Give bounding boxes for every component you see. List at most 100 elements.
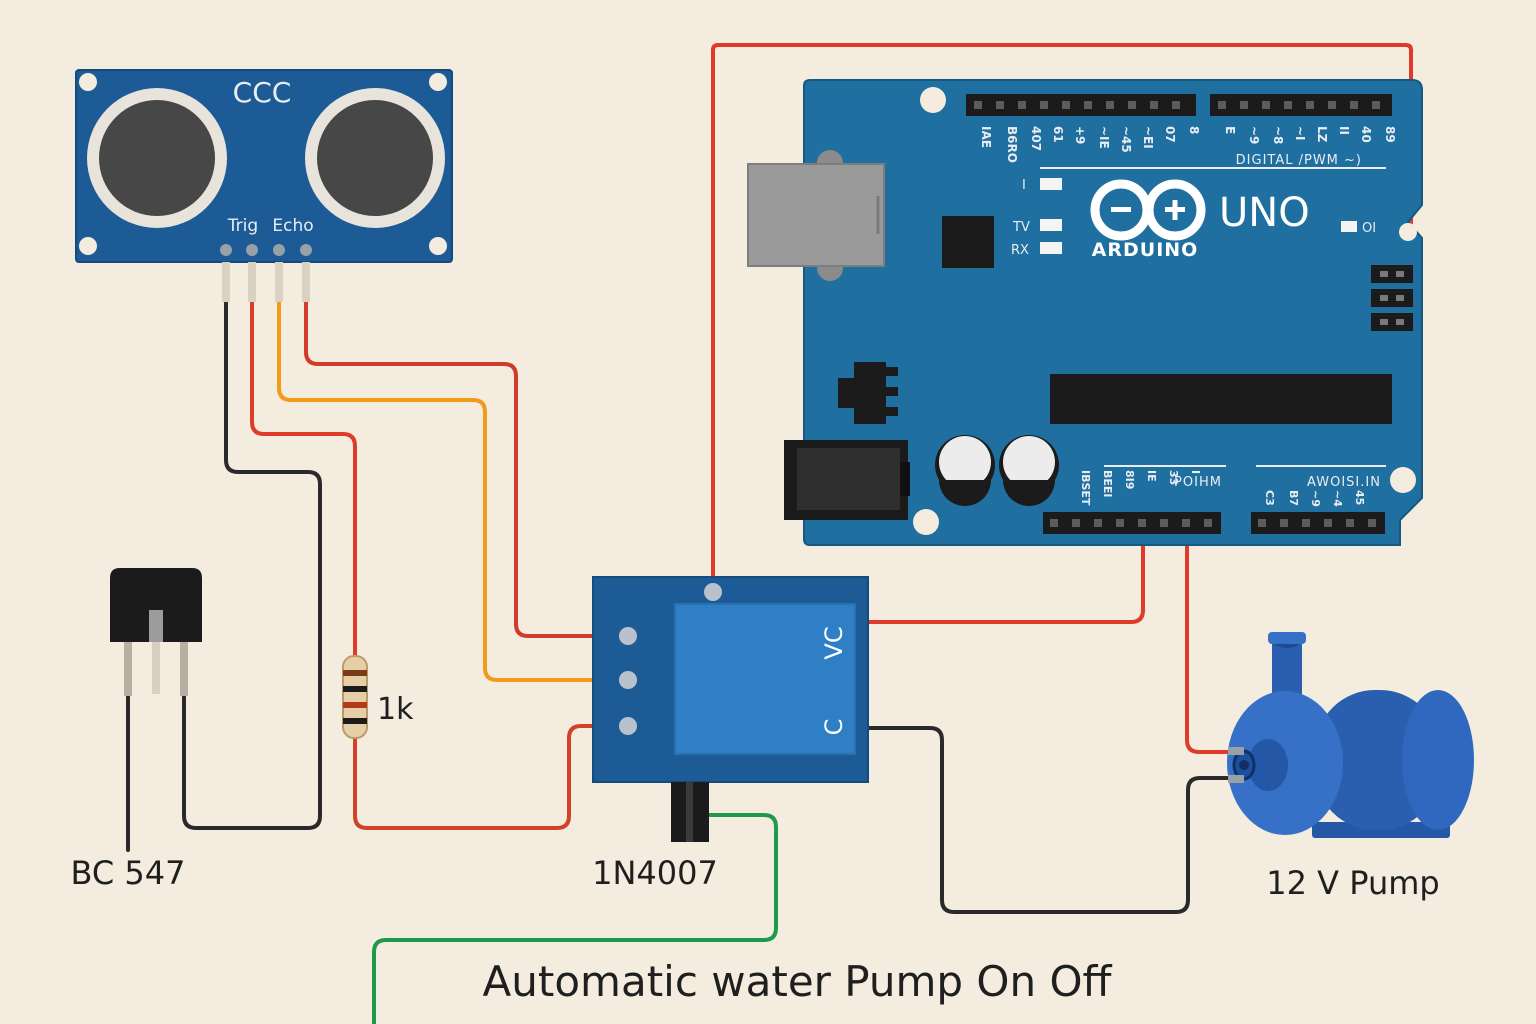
- sensor-header-pins: [220, 244, 312, 256]
- voltage-regulator: [838, 362, 898, 424]
- sensor-mount-hole: [429, 73, 447, 91]
- digital-pin-label: LZ: [1315, 126, 1329, 143]
- arduino-infinity-logo: [1090, 179, 1206, 241]
- analog-label: AWOISI.IN: [1307, 475, 1381, 490]
- header-pin-hole: [1050, 519, 1058, 527]
- header-pin-hole: [1302, 519, 1310, 527]
- power-header: [1043, 512, 1221, 534]
- header-pin-hole: [1018, 101, 1026, 109]
- wire-red-resistor-to-relay: [353, 724, 630, 830]
- wire-black-relay-c-to-pump: [858, 726, 1242, 914]
- power-pin-label: BEEI: [1101, 470, 1114, 498]
- diode-label: 1N4007: [592, 854, 718, 892]
- digital-pin-label: E: [1223, 126, 1237, 134]
- header-pin-hole: [996, 101, 1004, 109]
- led-l: [1040, 178, 1062, 190]
- header-pin-hole: [1262, 101, 1270, 109]
- bottom-pin-holes: [1050, 519, 1376, 527]
- led-rx-label: RX: [1011, 243, 1029, 258]
- digital-pin-label: 61: [1051, 126, 1065, 143]
- digital-pin-label: 8: [1187, 126, 1201, 134]
- usb-connector: [747, 150, 885, 281]
- board-mount-hole: [1399, 223, 1417, 241]
- led-l-label: I: [1022, 178, 1026, 193]
- wire-red-relay-to-arduino-top: [711, 43, 1413, 594]
- capacitor: [935, 435, 995, 506]
- analog-header: [1251, 512, 1385, 534]
- header-pin-hole: [1150, 101, 1158, 109]
- wire-black-sensor-to-transistor: [182, 298, 322, 830]
- capacitor: [999, 435, 1059, 506]
- analog-pin-labels: C3 B7 ~9 ~4 45: [1263, 490, 1366, 507]
- header-pin-hole: [1368, 519, 1376, 527]
- relay-pin-2: [619, 671, 637, 689]
- transistor: [110, 568, 202, 696]
- header-pin-hole: [1204, 519, 1212, 527]
- digital-pin-label: ~I: [1293, 126, 1307, 141]
- analog-pin-label: ~9: [1309, 490, 1322, 507]
- arduino-brand: ARDUINO: [1092, 239, 1199, 261]
- usb-chip: [942, 216, 994, 268]
- header-pin-hole: [1280, 519, 1288, 527]
- wire-red-arduino-to-pump: [1185, 520, 1242, 754]
- wire-orange-echo-to-relay: [277, 298, 630, 682]
- header-pin-hole: [1128, 101, 1136, 109]
- board-mount-hole: [920, 87, 946, 113]
- header-pin-hole: [1138, 519, 1146, 527]
- header-pin-hole: [1328, 101, 1336, 109]
- diagram-title: Automatic water Pump On Off: [483, 957, 1113, 1006]
- dc-power-jack: [784, 440, 910, 520]
- header-pin-hole: [1172, 101, 1180, 109]
- header-pin-hole: [1062, 101, 1070, 109]
- board-mount-hole: [913, 509, 939, 535]
- digital-pin-label: 89: [1383, 126, 1397, 143]
- microcontroller-chip: [1050, 374, 1392, 424]
- relay-body: [674, 603, 856, 755]
- header-pin-hole: [1240, 101, 1248, 109]
- relay-pin-3: [619, 717, 637, 735]
- digital-pin-label: ~EI: [1141, 126, 1155, 149]
- header-pin-hole: [1258, 519, 1266, 527]
- digital-pin-label: 40: [1359, 126, 1373, 143]
- power-pin-label: IE: [1145, 470, 1158, 482]
- sensor-pin-trig-label: Trig: [227, 216, 258, 236]
- header-pin-hole: [1306, 101, 1314, 109]
- sensor-mount-hole: [79, 237, 97, 255]
- header-pin-hole: [974, 101, 982, 109]
- pump-label: 12 V Pump: [1266, 864, 1439, 902]
- arduino-model: UNO: [1219, 190, 1310, 236]
- diode: [671, 782, 709, 842]
- wire-red-sensor-to-resistor: [250, 298, 357, 662]
- relay-c-label: C: [820, 719, 848, 736]
- analog-pin-label: 45: [1353, 490, 1366, 505]
- analog-pin-label: C3: [1263, 490, 1276, 506]
- analog-pin-label: ~4: [1331, 490, 1344, 507]
- header-pin-hole: [1284, 101, 1292, 109]
- header-pin-hole: [1160, 519, 1168, 527]
- sensor-mount-hole: [79, 73, 97, 91]
- digital-header-right: [1210, 94, 1392, 116]
- analog-pin-label: B7: [1287, 490, 1300, 506]
- header-pin-hole: [1324, 519, 1332, 527]
- header-pin-hole: [1182, 519, 1190, 527]
- led-on-label: OI: [1362, 221, 1376, 236]
- digital-pin-label: 407: [1029, 126, 1043, 151]
- header-pin-hole: [1106, 101, 1114, 109]
- wires: [126, 43, 1413, 1024]
- header-pin-hole: [1084, 101, 1092, 109]
- power-label: POIHM: [1174, 475, 1222, 490]
- power-pin-label: I: [1189, 470, 1202, 474]
- digital-pin-label: IAE: [979, 126, 993, 148]
- led-tx-label: TV: [1012, 220, 1030, 235]
- ultrasonic-sensor: CCC Trig Echo: [75, 69, 453, 302]
- board-mount-hole: [1390, 467, 1416, 493]
- digital-pin-label: ~45: [1119, 126, 1133, 153]
- relay-vc-label: VC: [820, 626, 848, 659]
- header-pin-hole: [1040, 101, 1048, 109]
- relay-top-pin: [704, 583, 722, 601]
- header-pin-hole: [1350, 101, 1358, 109]
- led-on: [1341, 221, 1357, 232]
- digital-pin-label: II: [1337, 126, 1351, 135]
